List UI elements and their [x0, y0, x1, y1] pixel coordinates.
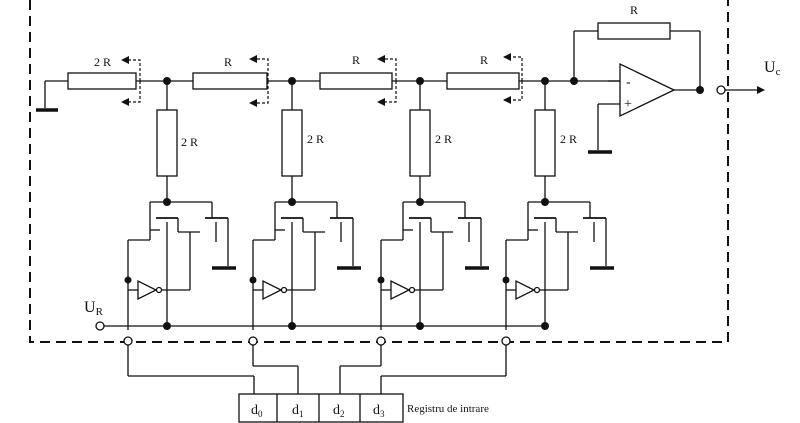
feedback-path [573, 22, 701, 90]
label-uc: Uc [764, 59, 781, 78]
label-shunt-2r-1: 2 R [181, 135, 198, 149]
reference-bus [95, 321, 545, 331]
label-shunt-2r-3: 2 R [435, 132, 452, 146]
resistor-r-3 [446, 72, 520, 90]
label-r-feedback: R [630, 3, 638, 17]
output-node [696, 86, 704, 94]
output-line [716, 85, 765, 95]
register-bit-d2: d2 [333, 403, 345, 419]
label-r-2: R [352, 53, 360, 67]
switch-stage-3 [502, 198, 614, 330]
switch-stage-2 [377, 198, 489, 330]
label-shunt-2r-2: 2 R [307, 132, 324, 146]
shunt-resistors [156, 81, 556, 202]
register-wiring [123, 336, 511, 394]
opamp-minus-sign: - [626, 75, 631, 90]
resistor-r-2 [319, 72, 393, 90]
register-caption: Registru de intrare [407, 403, 489, 415]
dashed-boundary [29, 0, 729, 343]
op-amp [588, 62, 700, 154]
label-r-1: R [224, 55, 232, 69]
register-bit-d3: d3 [373, 403, 385, 419]
label-shunt-2r-4: 2 R [560, 132, 577, 146]
opamp-plus-sign: + [624, 97, 632, 112]
current-arrows [121, 53, 523, 107]
switch-stage-0 [124, 198, 236, 330]
label-r-3: R [480, 53, 488, 67]
ground-symbol-ladder [36, 81, 58, 112]
resistor-2r-first [67, 72, 137, 90]
input-register [238, 393, 404, 423]
label-ur: UR [84, 299, 104, 318]
resistor-r-1 [192, 72, 268, 90]
switch-stage-1 [249, 198, 361, 330]
register-bit-d0: d0 [251, 403, 263, 419]
register-bit-d1: d1 [292, 403, 304, 419]
label-2r-first: 2 R [94, 55, 111, 69]
